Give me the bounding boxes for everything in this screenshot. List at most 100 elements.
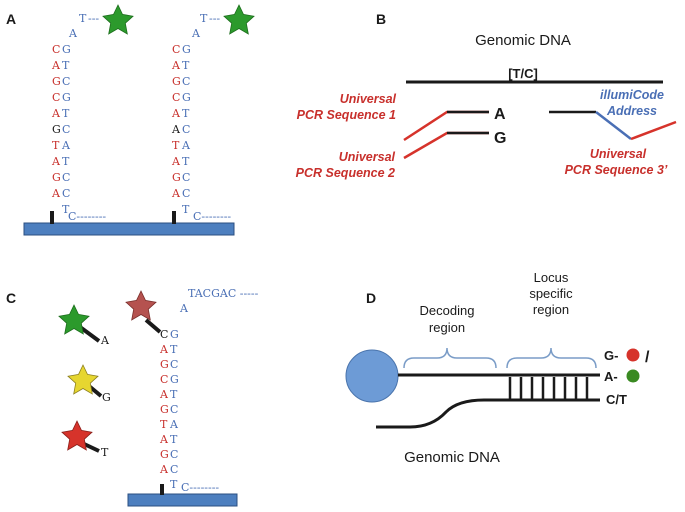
bead — [345, 349, 399, 403]
locus-line2: specific — [529, 286, 573, 301]
panel-d-label: D — [366, 290, 376, 306]
probe1-loop-base: A — [68, 27, 78, 40]
g-allele-label: G- — [604, 348, 618, 363]
probe1-left-base: C — [52, 43, 60, 56]
panel-c-left-base: G — [160, 358, 169, 371]
snp-site-label: [T/C] — [508, 66, 538, 81]
probe1-left-base: G — [52, 123, 61, 136]
probe1-bottom-seq: C-------- — [68, 210, 106, 223]
locus-line3: region — [533, 302, 569, 317]
probe2-left-base: A — [171, 59, 181, 72]
seq2-line2: PCR Sequence 2 — [296, 166, 395, 180]
pcr-seq1-tail — [403, 110, 489, 142]
panel-c-right-base: T — [170, 478, 178, 491]
panel-c-bottom-seq: C-------- — [181, 481, 219, 494]
panel-c-left-base: A — [159, 388, 169, 401]
panel-c-left-base: A — [159, 343, 169, 356]
seq1-line1: Universal — [340, 92, 397, 106]
probe2-right-base: T — [182, 107, 190, 120]
yellow-star-icon — [67, 364, 99, 395]
probe2-right-base: C — [182, 187, 190, 200]
a-allele-label: A- — [604, 369, 618, 384]
probe1-right-base: C — [62, 75, 70, 88]
panel-c-right-base: T — [170, 433, 178, 446]
probe1-left-base: A — [51, 59, 61, 72]
probe1-right-base: C — [62, 187, 70, 200]
panel-c-anchor — [160, 484, 164, 495]
decoding-line1: Decoding — [420, 303, 475, 318]
ct-site-label: C/T — [606, 392, 627, 407]
nucleotide-a-linker — [78, 325, 101, 343]
pcr-seq2-tail — [403, 131, 489, 160]
probe2-right-base: A — [181, 139, 191, 152]
probe2-right-base: C — [182, 171, 190, 184]
probe1-left-base: A — [51, 107, 61, 120]
probe1-right-base: G — [62, 91, 71, 104]
probe1-left-base: T — [52, 139, 60, 152]
panel-b: B Genomic DNA [T/C] A G Universal PCR Se… — [296, 11, 677, 180]
probe1-right-base: T — [62, 155, 70, 168]
probe2-left-base: G — [172, 75, 181, 88]
panel-c-left-base: G — [160, 448, 169, 461]
panel-d: D Decoding region Locus specific region … — [345, 270, 650, 466]
probe1-right-base: T — [62, 107, 70, 120]
probe2-right-base: T — [182, 203, 190, 216]
panel-c-right-base: C — [170, 448, 178, 461]
probe1-top-base: T — [79, 12, 87, 25]
panel-c-right-base: C — [170, 358, 178, 371]
top-sequence: TACGAC ----- — [188, 287, 259, 300]
panel-c-right-base: C — [170, 463, 178, 476]
probe1-right-base: A — [61, 139, 71, 152]
nucleotide-a-label: A — [100, 334, 110, 347]
nucleotide-g-label: G — [102, 391, 111, 404]
panel-c-right-base: G — [170, 373, 179, 386]
panel-c-loop-base: A — [179, 302, 189, 315]
probe2-right-base: C — [182, 123, 190, 136]
probe1-left-base: A — [51, 187, 61, 200]
pcr-seq3-tail — [630, 120, 677, 141]
slash-label: / — [645, 349, 650, 366]
probe1-right-base: C — [62, 171, 70, 184]
illumicode-segment — [595, 111, 632, 140]
panel-c-substrate — [127, 493, 238, 507]
illumicode-line2: Address — [606, 104, 657, 118]
incorporated-linker — [144, 318, 162, 334]
probe1-green-star-icon — [102, 4, 134, 35]
probe1-right-base: T — [62, 203, 70, 216]
panel-c-label: C — [6, 290, 16, 306]
panel-c-right-base: T — [170, 343, 178, 356]
genomic-dna-title: Genomic DNA — [475, 32, 571, 49]
incorporated-star-icon — [125, 290, 157, 321]
probe2-left-base: A — [171, 155, 181, 168]
extended-base: C — [160, 328, 168, 341]
seq1-line2: PCR Sequence 1 — [297, 108, 396, 122]
allele-g-label: G — [494, 130, 506, 147]
probe1-right-base: G — [62, 43, 71, 56]
panel-c-right-base: T — [170, 388, 178, 401]
seq3-line1: Universal — [590, 147, 647, 161]
probe2-left-base: T — [172, 139, 180, 152]
probe1-left-base: G — [52, 171, 61, 184]
probe2-right-base: C — [182, 75, 190, 88]
probe2-left-base: C — [172, 43, 180, 56]
panel-c-right-base: A — [169, 418, 179, 431]
probe2-right-base: G — [182, 91, 191, 104]
green-star-icon — [58, 304, 90, 335]
probe2-anchor — [172, 211, 176, 224]
probe1-anchor — [50, 211, 54, 224]
probe2-left-base: A — [171, 107, 181, 120]
probe1-left-base: G — [52, 75, 61, 88]
nucleotide-t-label: T — [101, 446, 109, 459]
probe1-right-base: C — [62, 123, 70, 136]
red-dye-icon — [626, 348, 640, 362]
probe2-right-base: T — [182, 59, 190, 72]
probe2-top-dashes: --- — [209, 12, 220, 25]
probe1-top-dashes: --- — [88, 12, 99, 25]
seq3-line2: PCR Sequence 3’ — [565, 163, 668, 177]
panel-c-left-base: T — [160, 418, 168, 431]
probe2-right-base: T — [182, 155, 190, 168]
panel-c-right-base: G — [170, 328, 179, 341]
